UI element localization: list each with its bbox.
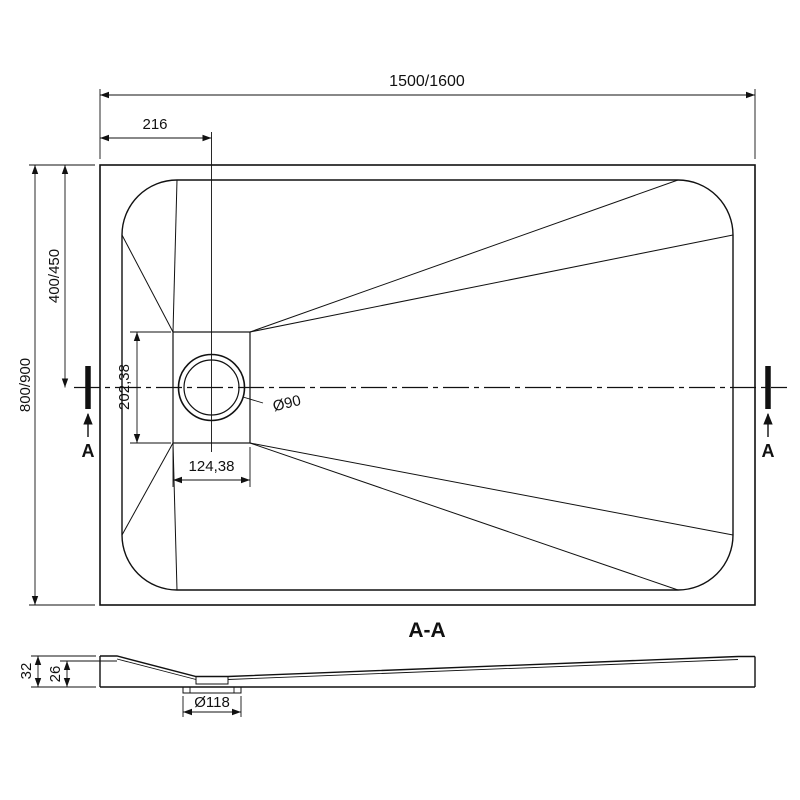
slope-line xyxy=(172,179,178,333)
dim-label-total-height: 32 xyxy=(18,663,35,680)
tray-outer-edge xyxy=(99,164,756,606)
dim-overall-height: 800/900 xyxy=(17,164,95,606)
dim-label-overall-width: 1500/1600 xyxy=(389,73,465,90)
section-marker-label-left: A xyxy=(82,441,95,461)
slope-line xyxy=(249,179,679,333)
dim-section-drain-diameter: Ø118 xyxy=(182,694,242,717)
dim-label-section-drain-diameter: Ø118 xyxy=(194,694,230,711)
dim-label-drain-diameter: Ø90 xyxy=(271,392,303,415)
slope-line xyxy=(249,442,679,591)
section-view: A-A 32 26 xyxy=(18,619,756,717)
drain-recess-section xyxy=(195,676,229,685)
slope-line xyxy=(172,442,178,591)
section-marker-right: A xyxy=(762,366,775,461)
dim-label-drain-box-width: 124,38 xyxy=(189,458,235,475)
profile-inner-surface xyxy=(116,658,739,680)
dim-label-drain-offset-x: 216 xyxy=(142,116,167,133)
dim-drain-diameter: Ø90 xyxy=(242,392,303,415)
dim-label-overall-height: 800/900 xyxy=(17,358,34,412)
dim-overall-width: 1500/1600 xyxy=(99,73,756,159)
drain-flange-section xyxy=(182,687,242,694)
section-profile xyxy=(99,655,756,694)
dim-drain-box-height: 202,38 xyxy=(116,331,171,444)
dim-label-drain-box-height: 202,38 xyxy=(116,364,133,410)
slope-line xyxy=(249,442,734,536)
dim-label-drain-offset-y: 400/450 xyxy=(46,249,63,303)
tray-basin-edge xyxy=(121,179,734,591)
dim-section-inner-depth: 26 xyxy=(47,660,117,687)
leader-line xyxy=(242,396,264,404)
slope-lines xyxy=(121,179,734,591)
top-view: 1500/1600 216 800/900 400/450 202,38 xyxy=(17,73,787,606)
section-marker-left: A xyxy=(82,366,95,461)
dim-drain-box-width: 124,38 xyxy=(172,447,251,487)
dim-drain-offset-y: 400/450 xyxy=(46,165,69,388)
dim-label-inner-depth: 26 xyxy=(47,666,64,683)
dim-section-total-height: 32 xyxy=(18,655,96,688)
section-title: A-A xyxy=(408,619,445,642)
dim-drain-offset-x: 216 xyxy=(100,116,212,142)
profile-top-surface xyxy=(100,655,755,678)
slope-line xyxy=(121,234,174,333)
section-marker-label-right: A xyxy=(762,441,775,461)
slope-line xyxy=(249,234,734,333)
slope-line xyxy=(121,442,174,536)
